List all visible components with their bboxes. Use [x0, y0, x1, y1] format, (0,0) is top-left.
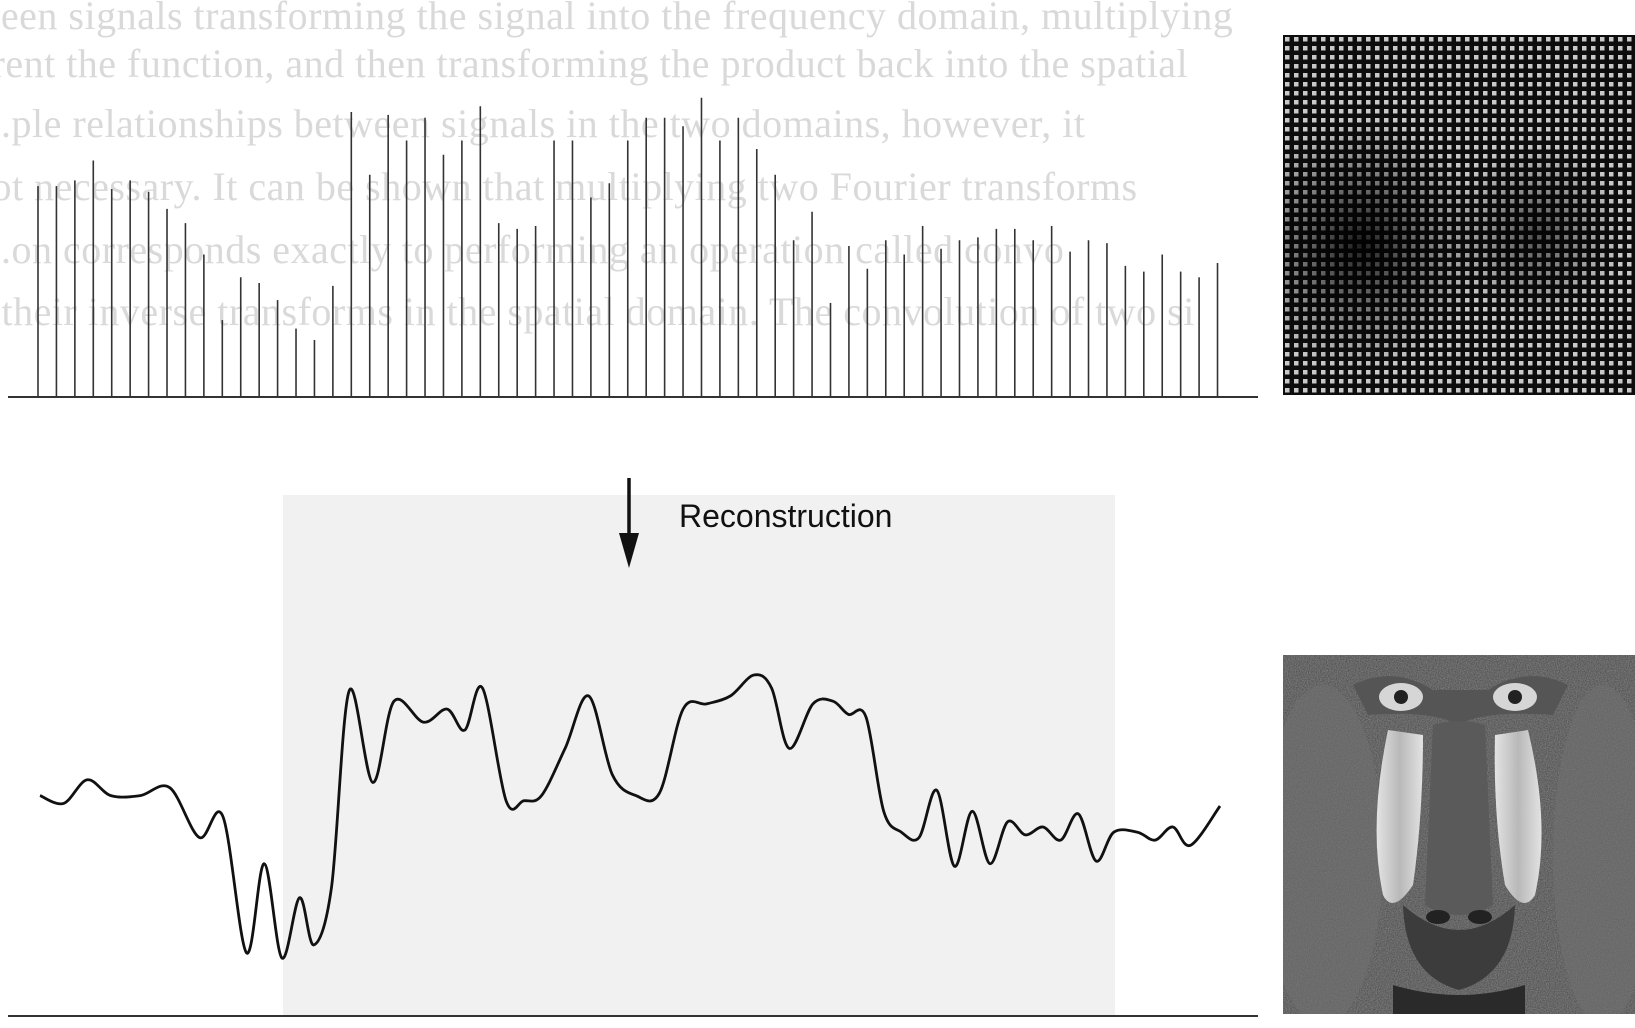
sampled-image [1283, 35, 1635, 395]
sampled-signal-stems [37, 97, 1219, 397]
sampled-dot-grid [1283, 35, 1635, 395]
reconstruction-label: Reconstruction [679, 498, 893, 534]
mandrill-face [1283, 655, 1635, 1014]
reconstructed-signal-curve [39, 673, 1222, 960]
shaded-backdrop [283, 495, 1115, 1015]
down-arrow-icon [619, 478, 639, 568]
mandrill-image [1283, 655, 1635, 1014]
